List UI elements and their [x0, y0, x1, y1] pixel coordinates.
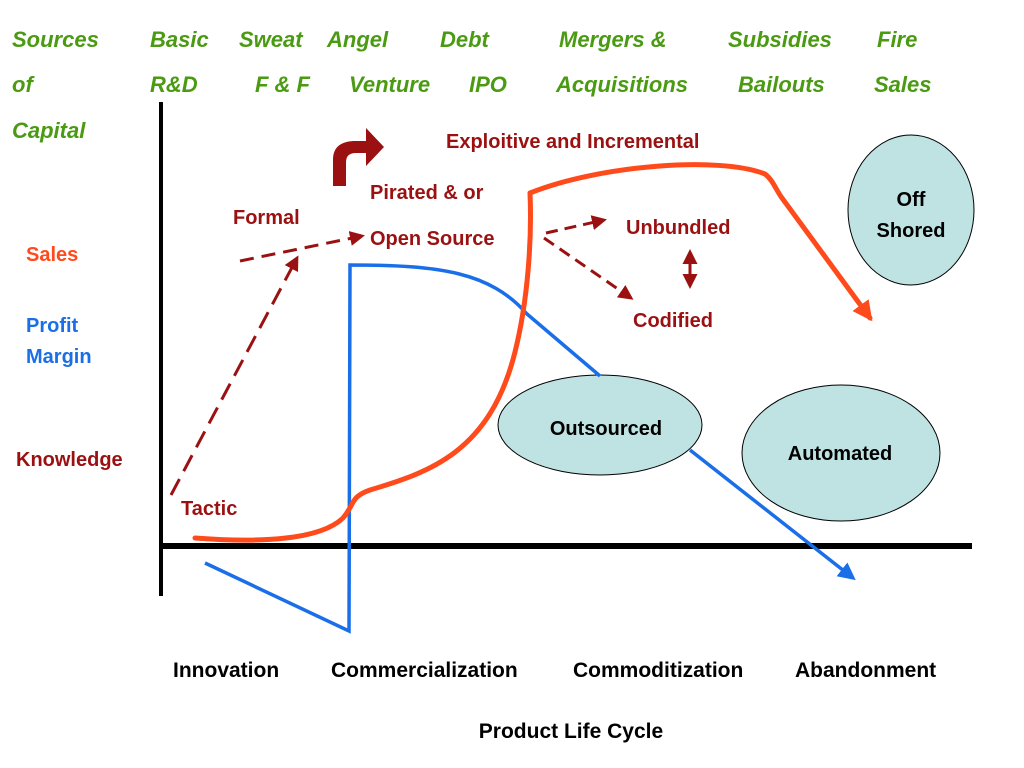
source-sweat-ff-line-2: F & F: [255, 72, 311, 97]
source-sweat-ff-line-1: Sweat: [239, 27, 304, 52]
source-angel-venture-line-2: Venture: [349, 72, 430, 97]
label-pirated-line-1: Pirated & or: [370, 182, 484, 204]
x-axis-title: Product Life Cycle: [479, 720, 663, 743]
legend-sales: Sales: [26, 244, 78, 266]
knowledge-arrow-formal-to-open: [239, 231, 365, 263]
knowledge-arrows: [169, 215, 698, 496]
sources-head-line-3: Capital: [12, 118, 86, 143]
knowledge-arrow-to-unbundled: [545, 215, 607, 235]
legend-profit-line-1: Profit: [26, 315, 79, 337]
source-fire-sales-line-1: Fire: [877, 27, 917, 52]
legend-knowledge: Knowledge: [16, 449, 123, 471]
sources-header: Sources of Capital Basic R&D Sweat F & F…: [12, 27, 932, 143]
profit-margin-decline: [688, 448, 856, 581]
profit-margin-curve: [204, 263, 602, 634]
source-angel-venture-line-1: Angel: [326, 27, 389, 52]
automated-label: Automated: [788, 443, 892, 465]
label-unbundled: Unbundled: [626, 217, 730, 239]
x-axis-stages: Innovation Commercialization Commoditiza…: [173, 659, 936, 682]
source-subsidies-line-2: Bailouts: [738, 72, 825, 97]
knowledge-arrow-tactic-to-formal: [169, 255, 299, 496]
off-shored-ellipse: [847, 134, 975, 286]
stage-abandonment: Abandonment: [795, 659, 936, 682]
knowledge-arrow-to-codified: [543, 236, 634, 300]
label-formal: Formal: [233, 207, 300, 229]
source-basic-rd-line-1: Basic: [150, 27, 209, 52]
source-mergers-line-1: Mergers &: [559, 27, 667, 52]
off-shored-label-line-1: Off: [897, 189, 926, 211]
automated-ellipse: [741, 384, 941, 522]
source-debt-ipo-line-1: Debt: [440, 27, 491, 52]
sales-curve: [192, 162, 873, 543]
source-basic-rd-line-2: R&D: [150, 72, 198, 97]
sources-head-line-2: of: [12, 72, 35, 97]
label-tactic: Tactic: [181, 498, 237, 520]
stage-commoditization: Commoditization: [573, 659, 743, 682]
turn-right-arrow-icon: [333, 128, 384, 186]
label-pirated-line-2: Open Source: [370, 228, 494, 250]
source-fire-sales-line-2: Sales: [874, 72, 932, 97]
source-subsidies-line-1: Subsidies: [728, 27, 832, 52]
stage-commercialization: Commercialization: [331, 659, 518, 682]
source-mergers-line-2: Acquisitions: [555, 72, 688, 97]
off-shored-label-line-2: Shored: [877, 220, 946, 242]
source-debt-ipo-line-2: IPO: [469, 72, 507, 97]
sources-head-line-1: Sources: [12, 27, 99, 52]
label-exploitive: Exploitive and Incremental: [446, 131, 699, 153]
stage-innovation: Innovation: [173, 659, 279, 682]
label-codified: Codified: [633, 310, 713, 332]
outsourced-label: Outsourced: [550, 418, 662, 440]
legend-profit-line-2: Margin: [26, 346, 92, 368]
